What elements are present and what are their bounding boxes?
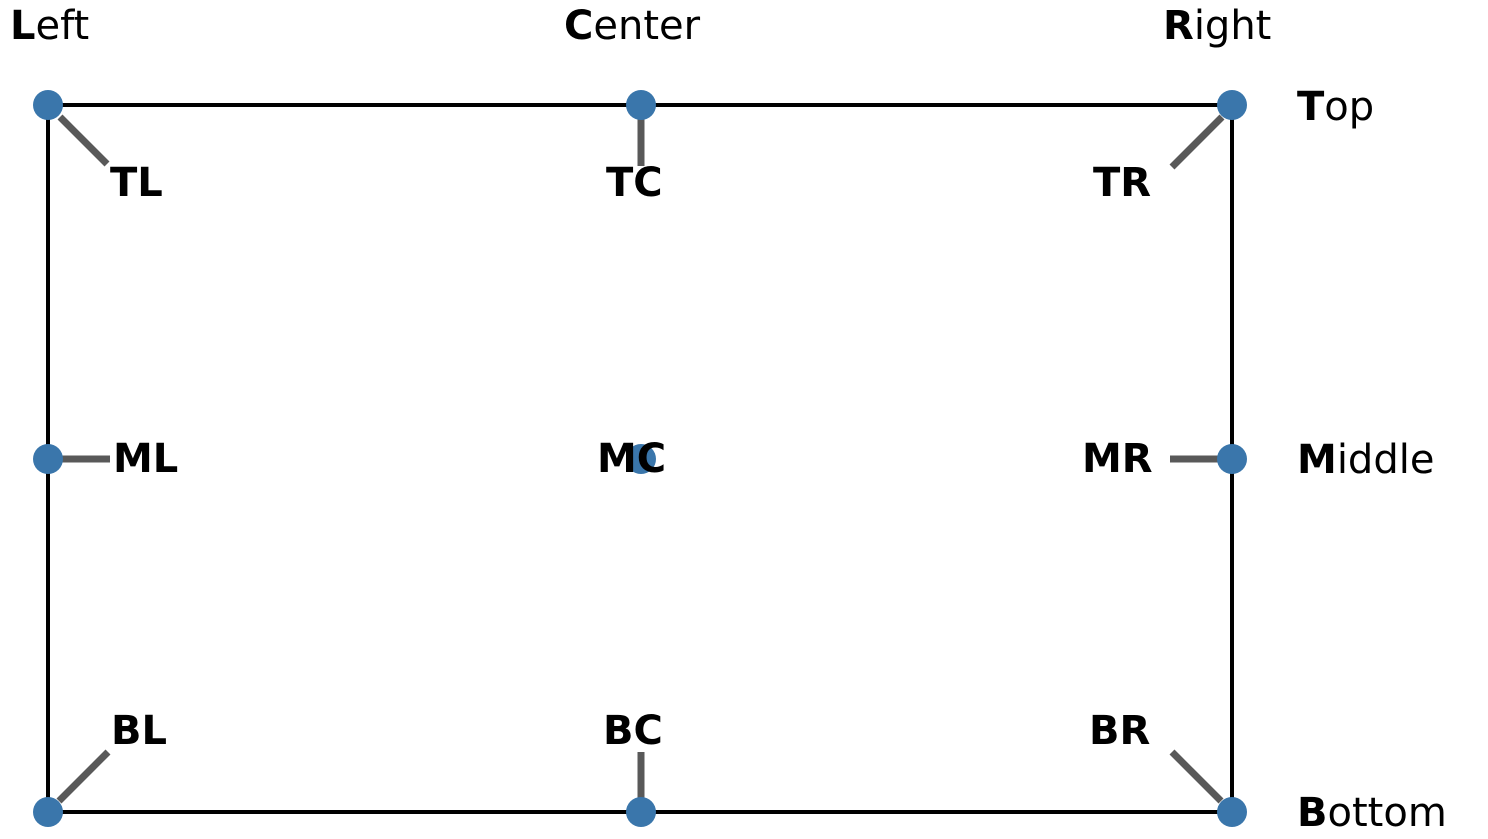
leader-lines (56, 114, 1225, 804)
anchor-nodes (33, 90, 1247, 827)
leader-line-top-left (57, 114, 110, 167)
leader-line-top-right (1169, 114, 1225, 170)
anchor-dot-bottom-left[interactable] (33, 797, 63, 827)
node-label-middle-right: MR (1082, 436, 1153, 482)
anchor-dot-middle-left[interactable] (33, 444, 63, 474)
node-label-top-center: TC (606, 160, 663, 206)
column-header-left: Left (10, 3, 90, 49)
anchor-dot-middle-right[interactable] (1217, 444, 1247, 474)
anchor-dot-top-center[interactable] (626, 90, 656, 120)
column-header-right: Right (1163, 3, 1272, 49)
node-label-bottom-right: BR (1089, 708, 1151, 754)
node-label-middle-center: MC (597, 436, 667, 482)
node-label-middle-left: ML (113, 436, 179, 482)
anchor-dot-middle-center[interactable] (626, 444, 656, 474)
anchor-dot-bottom-center[interactable] (626, 797, 656, 827)
node-label-bottom-center: BC (603, 708, 663, 754)
anchor-dot-bottom-right[interactable] (1217, 797, 1247, 827)
anchor-dot-top-left[interactable] (33, 90, 63, 120)
row-label-top: Top (1297, 84, 1375, 130)
anchor-dot-top-right[interactable] (1217, 90, 1247, 120)
node-label-top-right: TR (1093, 160, 1152, 206)
row-label-middle: Middle (1297, 437, 1435, 483)
leader-line-bottom-right (1169, 749, 1224, 804)
node-label-bottom-left: BL (111, 708, 167, 754)
leader-line-bottom-left (56, 749, 111, 804)
column-header-center: Center (564, 3, 701, 49)
row-label-bottom: Bottom (1297, 790, 1447, 836)
node-label-top-left: TL (110, 160, 163, 206)
